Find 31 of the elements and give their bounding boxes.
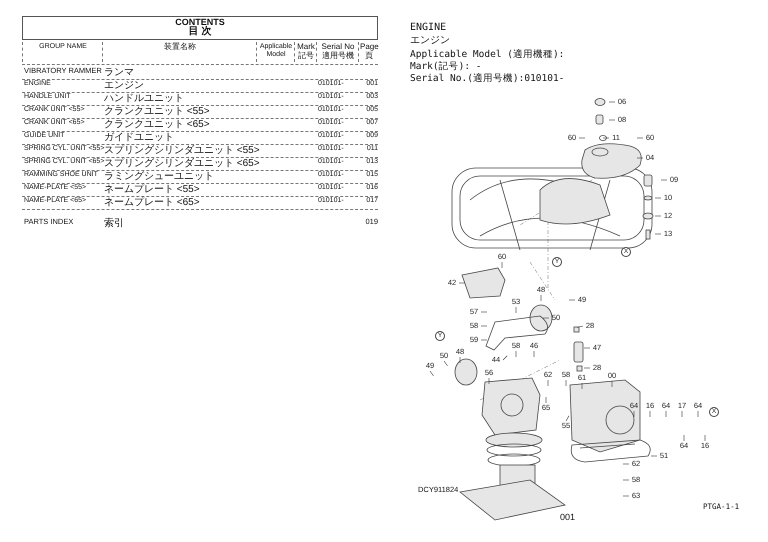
- leader-line: [430, 370, 434, 376]
- column-header: Page 頁: [360, 43, 378, 61]
- info-line: Applicable Model (適用機種):: [410, 50, 564, 60]
- contents-title: 目 次: [188, 27, 212, 38]
- column-header: 装置名称: [163, 43, 197, 52]
- table-cell-text: クランクユニット <55>: [104, 106, 211, 117]
- leader-line: [566, 416, 570, 422]
- section-heading: ランマ: [104, 67, 135, 78]
- info-line: Serial No.(適用号機):010101-: [410, 74, 564, 84]
- column-header: Serial No 適用号機: [320, 43, 356, 61]
- table-cell-text: クランクユニット <65>: [104, 119, 211, 130]
- table-cell-text: ネームプレート <65>: [104, 197, 201, 208]
- table-cell-text: ネームプレート <55>: [104, 184, 201, 195]
- column-header: Mark 記号: [296, 43, 316, 61]
- leader-line: [458, 282, 466, 284]
- page-heading: ENGINE: [410, 22, 446, 33]
- table-cell-text: ハンドルユニット: [104, 93, 185, 104]
- leader-line: [576, 326, 584, 328]
- index-entry: 索引: [104, 218, 125, 229]
- leader-line: [444, 360, 448, 366]
- page-number: 001: [560, 513, 576, 523]
- leader-line: [488, 378, 490, 384]
- table-cell-text: ラミングシューユニット: [104, 171, 215, 182]
- page-heading: エンジン: [410, 35, 450, 46]
- info-line: Mark(記号): -: [410, 62, 482, 72]
- leader-line: [540, 294, 542, 302]
- leader-line: [502, 355, 508, 360]
- contents-title-box: [22, 16, 378, 40]
- table-cell-text: エンジン: [104, 80, 145, 91]
- table-cell-text: ガイドユニット: [104, 132, 175, 143]
- leader-line: [704, 434, 706, 442]
